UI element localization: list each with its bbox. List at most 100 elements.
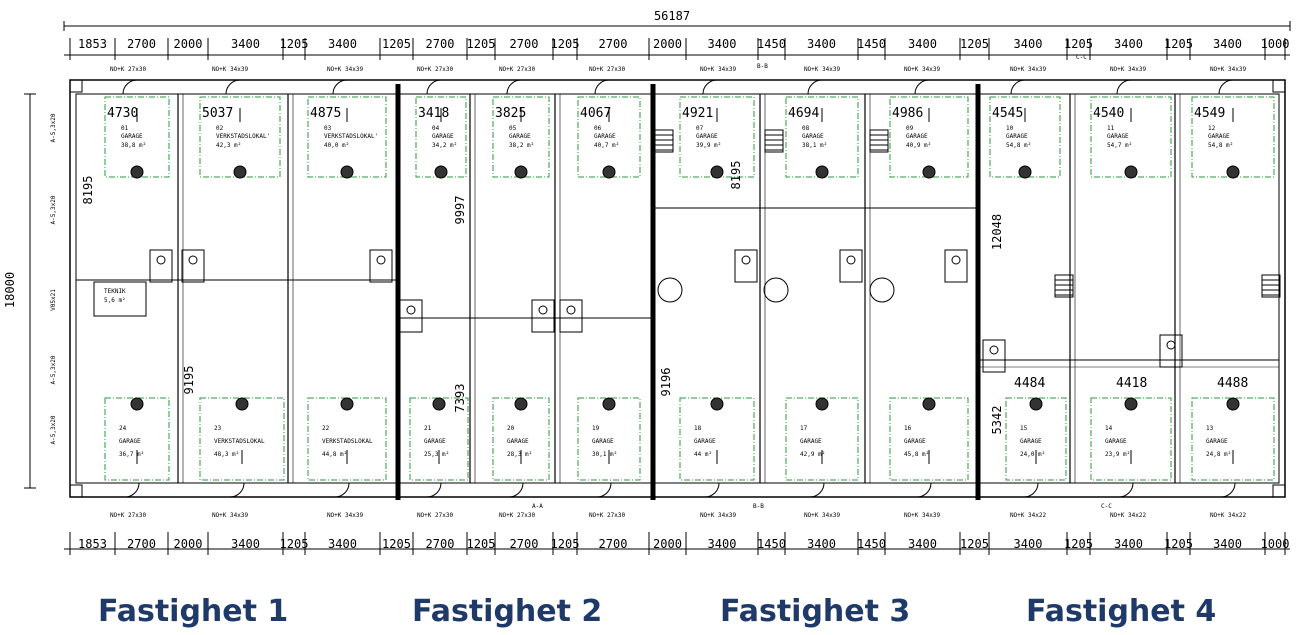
- garage-zone-bottom: [104, 397, 170, 481]
- teknik-room: [93, 281, 147, 317]
- unit-number: 13: [1206, 425, 1214, 432]
- unit-area: 42,3 m²: [216, 142, 241, 149]
- top-dim-label: 3400: [908, 37, 937, 51]
- unit-area: 30,1 m²: [592, 451, 617, 458]
- unit-type: VERKSTADSLOKAL: [214, 438, 265, 445]
- unit-number: 17: [800, 425, 808, 432]
- unit-area: 45,8 m²: [904, 451, 929, 458]
- unit-number: 03: [324, 125, 332, 132]
- top-dim-label: 2700: [510, 37, 539, 51]
- unit-area: 34,2 m²: [432, 142, 457, 149]
- dim-9195: 9195: [182, 366, 196, 395]
- door-swing-icon: [704, 482, 720, 498]
- top-dim-label: 1853: [78, 37, 107, 51]
- door-swing-icon: [809, 482, 825, 498]
- bottom-dim-label: 2000: [653, 537, 682, 551]
- unit-area: 23,9 m²: [1105, 451, 1130, 458]
- unit-area: 40,9 m²: [906, 142, 931, 149]
- unit-number: 21: [424, 425, 432, 432]
- unit-number: 12: [1208, 125, 1216, 132]
- dim-5342: 5342: [990, 406, 1004, 435]
- unit-depth-label: 4694: [788, 106, 819, 121]
- unit-number: 06: [594, 125, 602, 132]
- corner-post: [69, 484, 83, 498]
- unit-type: GARAGE: [119, 438, 141, 445]
- floor-drain-icon: [815, 397, 829, 411]
- door-spec-bottom: NO+K 34x22: [1010, 512, 1047, 519]
- top-dim-label: 1000: [1261, 37, 1290, 51]
- door-spec-bottom: NO+K 27x30: [110, 512, 147, 519]
- door-spec-bottom: NO+K 34x39: [804, 512, 841, 519]
- door-swing-icon: [508, 482, 524, 498]
- unit-number: 24: [119, 425, 127, 432]
- bottom-dim-label: 3400: [908, 537, 937, 551]
- door-swing-icon: [426, 482, 442, 498]
- toilet-icon: [399, 299, 423, 333]
- bottom-dim-label: 2700: [599, 537, 628, 551]
- door-swing-icon: [1220, 482, 1236, 498]
- side-tag-2: A-5,3x20: [50, 195, 57, 224]
- unit-depth-label: 5037: [202, 106, 233, 121]
- door-spec-top: NO+K 34x39: [904, 66, 941, 73]
- stair-icon: [764, 129, 784, 153]
- door-swing-icon: [702, 79, 718, 95]
- unit-area: 38,8 m²: [121, 142, 146, 149]
- stair-icon: [1054, 274, 1074, 298]
- spiral-stair-icon: [763, 277, 789, 303]
- corner-post: [1272, 79, 1286, 93]
- dim-4418: 4418: [1116, 376, 1147, 391]
- door-swing-icon: [122, 79, 138, 95]
- unit-area: 40,0 m²: [324, 142, 349, 149]
- unit-type: GARAGE: [696, 133, 718, 140]
- toilet-icon: [531, 299, 555, 333]
- side-tag-1: A-5,3x20: [50, 113, 57, 142]
- side-tag-3: V05x21: [50, 289, 57, 311]
- top-dim-label: 2000: [653, 37, 682, 51]
- unit-depth-label: 4545: [992, 106, 1023, 121]
- door-spec-top: NO+K 27x30: [417, 66, 454, 73]
- side-tag-5: A-5,3x20: [50, 415, 57, 444]
- dim-8195-mid: 8195: [729, 161, 743, 190]
- floor-drain-icon: [710, 397, 724, 411]
- section-c-c-bottom: C-C: [1101, 503, 1112, 510]
- dim-12048: 12048: [990, 214, 1004, 250]
- unit-type: GARAGE: [594, 133, 616, 140]
- top-dim-label: 1205: [382, 37, 411, 51]
- bottom-dim-label: 1205: [382, 537, 411, 551]
- dim-4484: 4484: [1014, 376, 1045, 391]
- dim-9196: 9196: [659, 368, 673, 397]
- spiral-stair-icon: [657, 277, 683, 303]
- unit-area: 54,8 m²: [1006, 142, 1031, 149]
- door-swing-icon: [916, 482, 932, 498]
- floor-drain-icon: [130, 165, 144, 179]
- unit-type: GARAGE: [904, 438, 926, 445]
- toilet-icon: [369, 249, 393, 283]
- unit-type: GARAGE: [592, 438, 614, 445]
- toilet-bowl-icon: [1166, 340, 1176, 350]
- bottom-dim-label: 1000: [1261, 537, 1290, 551]
- top-dim-label: 1205: [280, 37, 309, 51]
- floor-drain-icon: [434, 165, 448, 179]
- unit-area: 25,3 m²: [424, 451, 449, 458]
- floor-drain-icon: [235, 397, 249, 411]
- property-label-1: Fastighet 1: [98, 594, 289, 629]
- door-swing-icon: [1010, 79, 1026, 95]
- floor-drain-icon: [340, 165, 354, 179]
- floor-drain-icon: [1226, 165, 1240, 179]
- top-dim-label: 1450: [757, 37, 786, 51]
- section-a-a: A-A: [532, 503, 543, 510]
- toilet-bowl-icon: [156, 255, 166, 265]
- unit-area: 42,9 m²: [800, 451, 825, 458]
- bottom-dim-label: 2700: [426, 537, 455, 551]
- dim-7393: 7393: [453, 384, 467, 413]
- top-dim-label: 1205: [1164, 37, 1193, 51]
- dim-4488: 4488: [1217, 376, 1248, 391]
- bottom-dim-label: 3400: [231, 537, 260, 551]
- top-dim-label: 3400: [807, 37, 836, 51]
- bottom-dim-label: 1450: [857, 537, 886, 551]
- unit-number: 05: [509, 125, 517, 132]
- door-spec-bottom: NO+K 34x39: [904, 512, 941, 519]
- door-swing-icon: [594, 79, 610, 95]
- toilet-icon: [149, 249, 173, 283]
- unit-type: GARAGE: [424, 438, 446, 445]
